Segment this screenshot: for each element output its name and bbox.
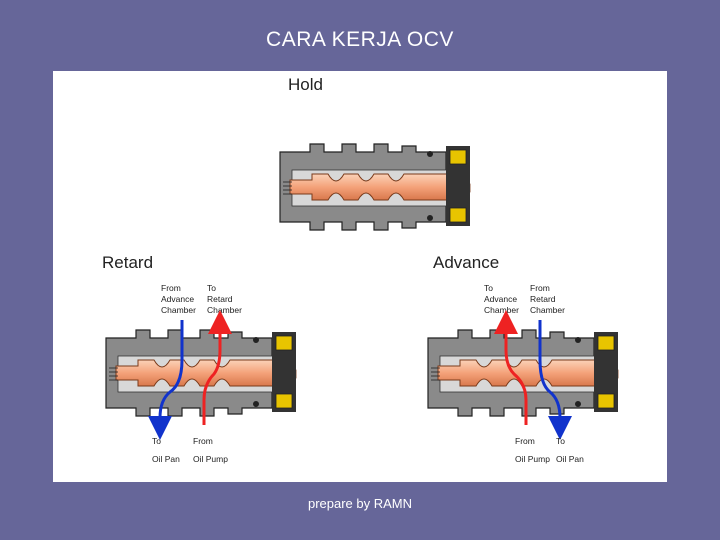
diagram-panel bbox=[53, 71, 667, 482]
svg-text:To: To bbox=[484, 283, 493, 293]
retard-label-from-oil-pump: From Oil Pump bbox=[193, 436, 228, 464]
svg-text:Chamber: Chamber bbox=[207, 305, 242, 315]
advance-label-to-advance: To Advance Chamber bbox=[484, 283, 519, 315]
svg-text:Chamber: Chamber bbox=[484, 305, 519, 315]
svg-text:Chamber: Chamber bbox=[530, 305, 565, 315]
svg-text:To: To bbox=[556, 436, 565, 446]
advance-label-from-oil-pump: From Oil Pump bbox=[515, 436, 550, 464]
advance-label-from-retard: From Retard Chamber bbox=[530, 283, 565, 315]
svg-text:Oil Pump: Oil Pump bbox=[515, 454, 550, 464]
svg-text:Advance: Advance bbox=[161, 294, 194, 304]
advance-label-to-oil-pan: To Oil Pan bbox=[556, 436, 584, 464]
svg-text:To: To bbox=[152, 436, 161, 446]
svg-text:Retard: Retard bbox=[530, 294, 556, 304]
retard-valve bbox=[105, 329, 297, 417]
retard-label-to-oil-pan: To Oil Pan bbox=[152, 436, 180, 464]
advance-pressure-arrow bbox=[494, 310, 528, 425]
svg-text:From: From bbox=[193, 436, 213, 446]
advance-valve bbox=[427, 329, 619, 417]
svg-text:Chamber: Chamber bbox=[161, 305, 196, 315]
svg-text:To: To bbox=[207, 283, 216, 293]
svg-text:Advance: Advance bbox=[484, 294, 517, 304]
svg-text:Oil Pan: Oil Pan bbox=[152, 454, 180, 464]
svg-text:Retard: Retard bbox=[207, 294, 233, 304]
svg-text:From: From bbox=[530, 283, 550, 293]
retard-label-to-retard: To Retard Chamber bbox=[207, 283, 242, 315]
hold-heading: Hold bbox=[288, 75, 323, 94]
slide-title: CARA KERJA OCV bbox=[266, 28, 454, 51]
svg-text:From: From bbox=[515, 436, 535, 446]
retard-pressure-arrow bbox=[202, 310, 232, 425]
retard-heading: Retard bbox=[102, 253, 153, 272]
advance-heading: Advance bbox=[433, 253, 499, 272]
svg-text:From: From bbox=[161, 283, 181, 293]
svg-text:Oil Pan: Oil Pan bbox=[556, 454, 584, 464]
retard-drain-arrow bbox=[148, 320, 184, 440]
slide-footer: prepare by RAMN bbox=[307, 496, 413, 511]
advance-drain-arrow bbox=[538, 320, 572, 440]
retard-label-from-advance: From Advance Chamber bbox=[161, 283, 196, 315]
svg-text:Oil Pump: Oil Pump bbox=[193, 454, 228, 464]
hold-valve bbox=[279, 143, 471, 231]
